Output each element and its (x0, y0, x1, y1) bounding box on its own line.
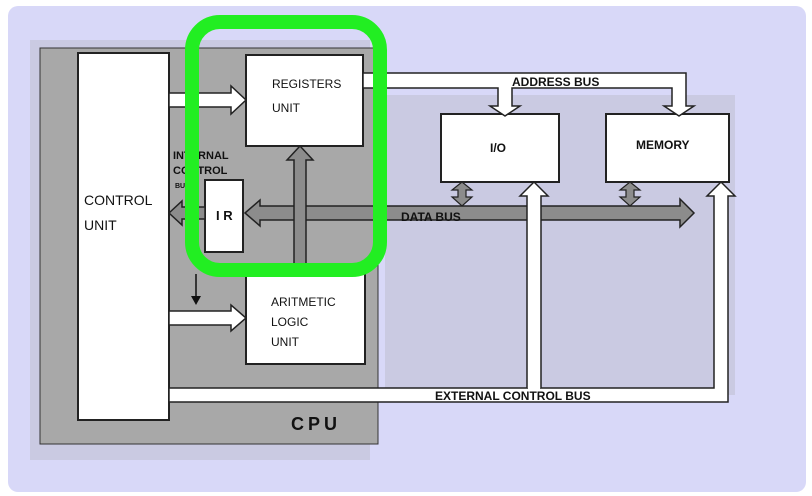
alu-label-line2: LOGIC (271, 315, 309, 329)
registers-unit-box (245, 54, 364, 147)
io-data-bus-arrow (450, 181, 474, 207)
registers-unit-label-line2: UNIT (272, 101, 301, 115)
control-unit-label-line1: CONTROL (84, 192, 153, 208)
io-label: I/O (490, 141, 506, 155)
internal-control-bus-label-line2: CONTROL (173, 165, 228, 177)
cpu-label: CPU (291, 414, 341, 434)
data-bus (243, 197, 696, 229)
io-box (440, 113, 560, 183)
external-control-bus-label: EXTERNAL CONTROL BUS (435, 389, 591, 403)
registers-highlight-frame (185, 15, 387, 277)
external-control-bus (168, 180, 737, 403)
data-bus-label: DATA BUS (401, 210, 461, 224)
internal-control-bus-label-line3: BUS (175, 183, 190, 190)
external-control-bus-io-branch (518, 180, 550, 388)
control-unit-box (77, 52, 170, 421)
bus-junction-cover (528, 386, 540, 390)
control-unit-label-line2: UNIT (84, 217, 117, 233)
alu-label-line1: ARITMETIC (271, 295, 336, 309)
registers-unit-label-line1: REGISTERS (272, 77, 341, 91)
alu-box (245, 272, 366, 365)
address-bus-label: ADDRESS BUS (512, 75, 599, 89)
cu-alu-arrow (168, 303, 248, 333)
ir-label: I R (216, 208, 233, 223)
memory-label: MEMORY (636, 138, 690, 152)
memory-box (605, 113, 730, 183)
internal-bus-down-arrowhead (191, 296, 201, 305)
ir-box (204, 179, 244, 253)
memory-data-bus-arrow (618, 181, 642, 207)
address-bus (362, 72, 697, 117)
internal-control-bus-label-line1: INTERNAL (173, 150, 229, 162)
alu-label-line3: UNIT (271, 335, 300, 349)
